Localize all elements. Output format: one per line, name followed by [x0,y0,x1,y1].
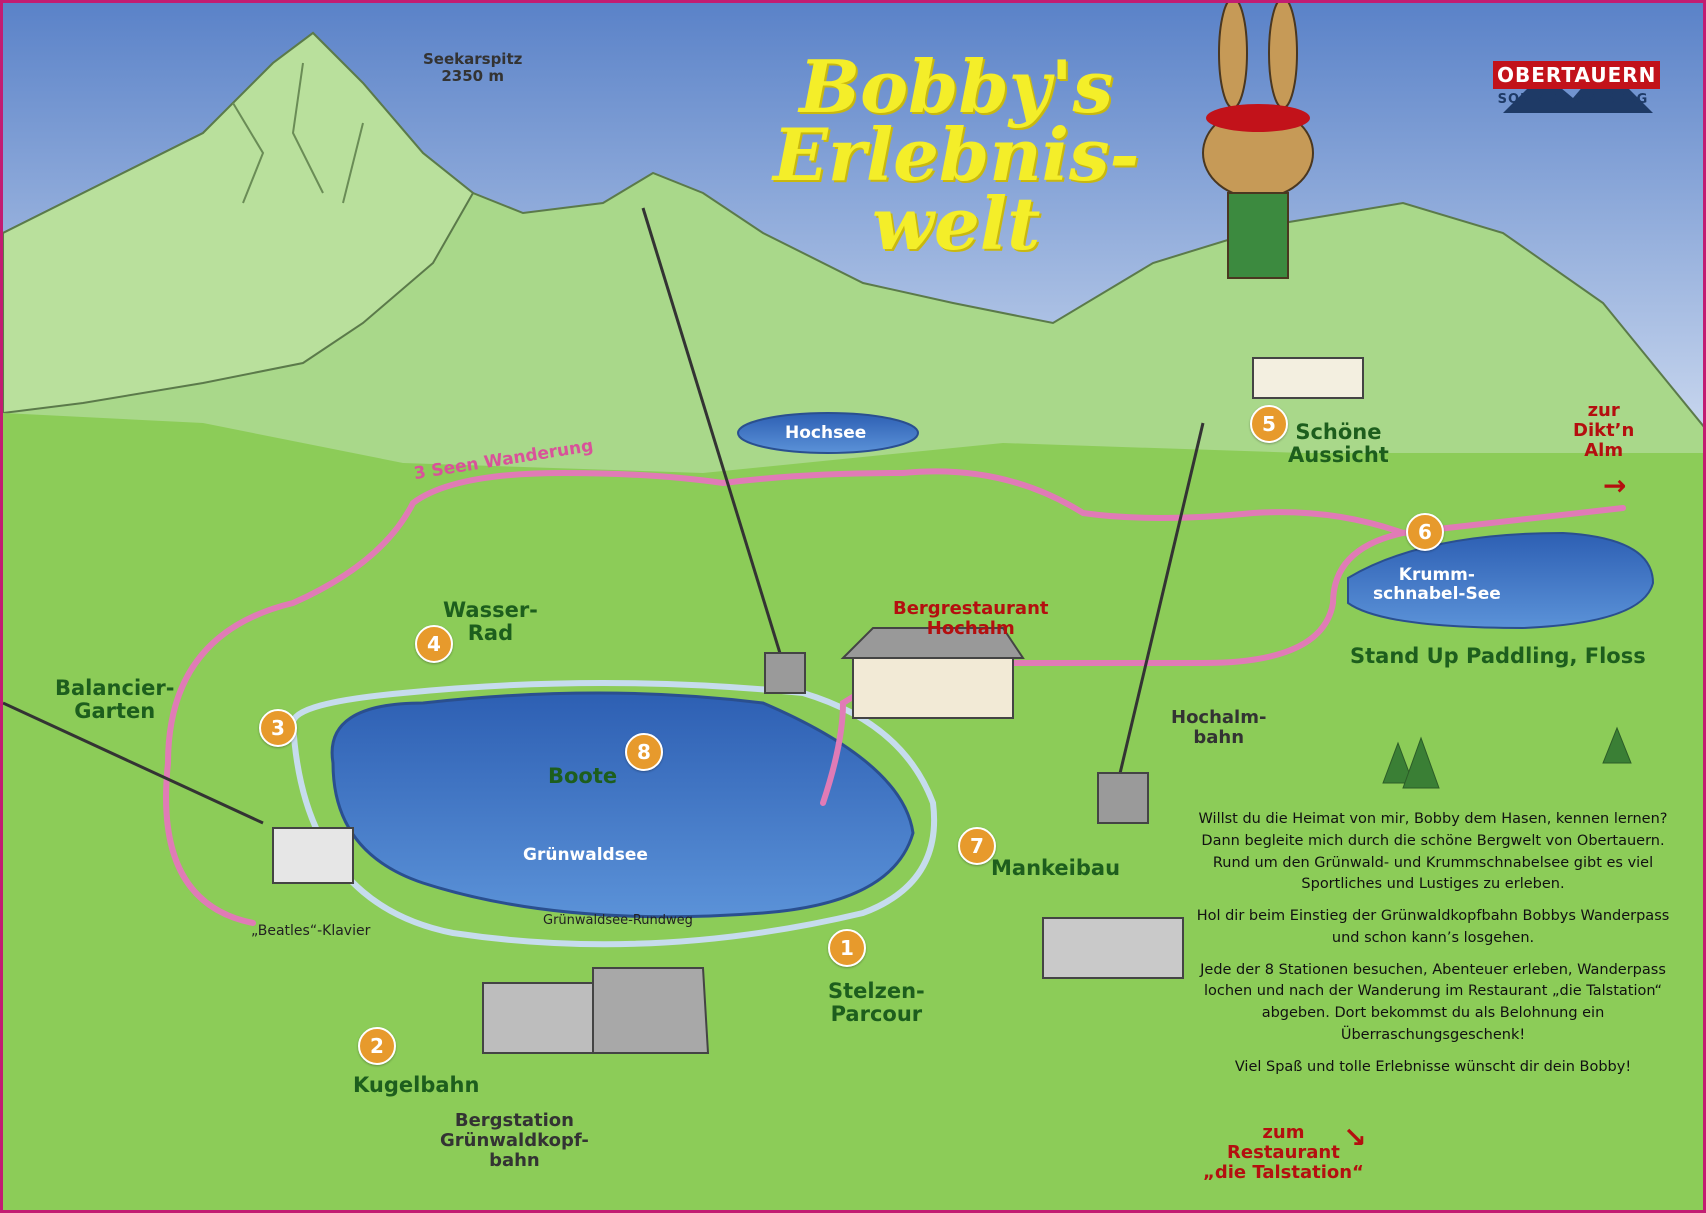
hochalmbahn-label: Hochalm- bahn [1171,707,1267,748]
station-label-aussicht: Schöne Aussicht [1288,420,1389,468]
gruenwaldsee-lake [330,691,915,919]
station-badge-5[interactable]: 5 [1250,405,1288,443]
station-label-stelzen: Stelzen- Parcour [828,979,925,1027]
bergrestaurant-label: Bergrestaurant Hochalm [893,598,1049,639]
rundweg-label: Grünwaldsee-Rundweg [543,913,693,928]
station-badge-7[interactable]: 7 [958,827,996,865]
station-label-balancier: Balancier- Garten [55,676,175,724]
station-badge-2[interactable]: 2 [358,1027,396,1065]
station-label-mankeibau: Mankeibau [991,856,1121,880]
station-label-boote: Boote [548,764,618,788]
story-paragraph-3: Jede der 8 Stationen besuchen, Abenteuer… [1200,961,1666,1043]
talstation-label: zum Restaurant „die Talstation“ [1203,1122,1364,1183]
story-text: Willst du die Heimat von mir, Bobby dem … [1188,809,1678,1088]
dikt-alm-label: zur Dikt’n Alm [1573,400,1635,461]
arrow-right-icon: → [1603,469,1627,502]
hochsee-lake [737,412,919,454]
viewing-platform [1252,357,1364,399]
restaurant-building [852,657,1014,719]
station-badge-3[interactable]: 3 [259,709,297,747]
map-illustration [3,3,1703,1210]
story-paragraph-4: Viel Spaß und tolle Erlebnisse wünscht d… [1234,1058,1632,1075]
story-paragraph-2: Hol dir beim Einstieg der Grünwaldkopfba… [1196,908,1670,946]
hochsee-label: Hochsee [785,423,867,443]
brand-tagline: SOMMER AM BERG [1497,92,1649,107]
hochalm-cable [1111,422,1205,804]
story-paragraph-1: Willst du die Heimat von mir, Bobby dem … [1198,811,1668,893]
station-badge-6[interactable]: 6 [1406,513,1444,551]
krummschnabel-label: Krumm- schnabel-See [1373,565,1501,604]
station-badge-8[interactable]: 8 [625,733,663,771]
rundweg-path [290,680,938,948]
arrow-down-icon: ↘ [1343,1121,1367,1154]
peak-label: Seekarspitz 2350 m [423,50,523,85]
bobby-bunny-mascot [1202,3,1314,279]
obertauern-logo: OBERTAUERN SOMMER AM BERG [1493,61,1661,107]
beatles-piano-label: „Beatles“-Klavier [251,923,371,939]
gruenwaldsee-label: Grünwaldsee [523,845,648,865]
station-label-paddling: Stand Up Paddling, Floss [1350,644,1646,668]
station-badge-1[interactable]: 1 [828,929,866,967]
bergstation-label: Bergstation Grünwaldkopf- bahn [440,1110,589,1171]
map-title: Bobby's Erlebnis- welt [773,44,1140,266]
station-label-kugelbahn: Kugelbahn [353,1073,480,1097]
station-label-wasserrad: Wasser- Rad [443,598,538,646]
station-badge-4[interactable]: 4 [415,625,453,663]
gruenwaldkopf-cable [641,207,785,664]
brand-name: OBERTAUERN [1493,61,1661,89]
krummschnabel-lake [1347,531,1655,630]
